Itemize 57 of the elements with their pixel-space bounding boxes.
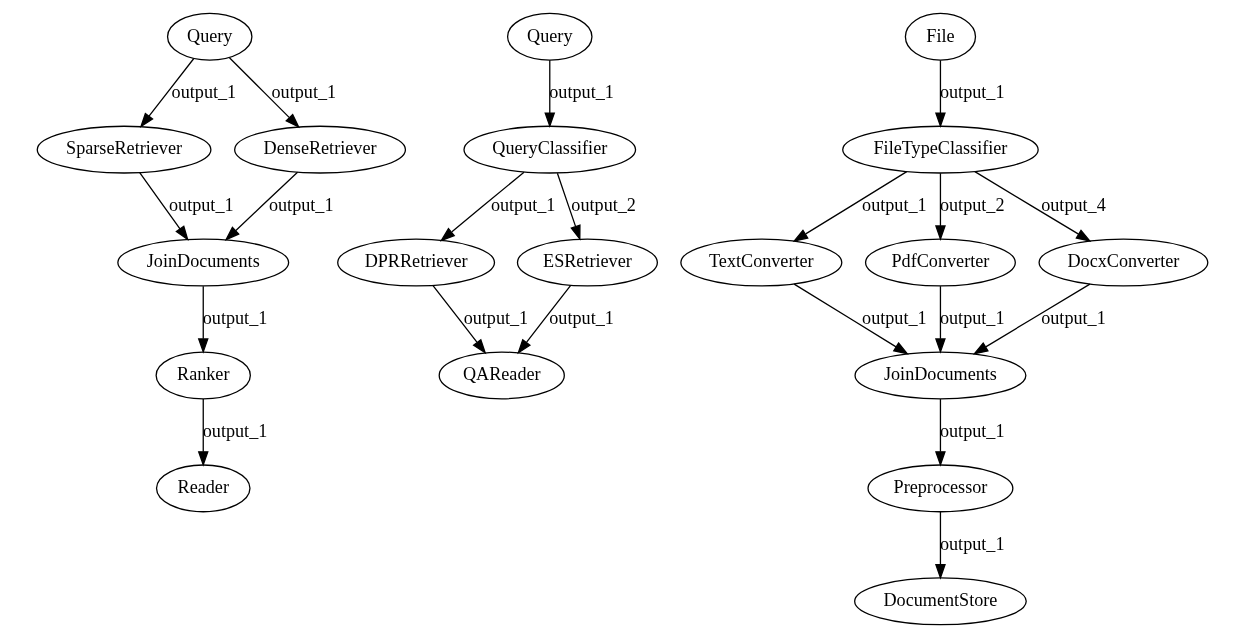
edge-label: output_1 <box>268 194 334 215</box>
arrow <box>139 58 194 129</box>
edge-label: output_1 <box>171 81 236 102</box>
node-ellipse: ESRetriever <box>516 238 658 287</box>
edge-label: output_1 <box>548 81 614 102</box>
edge-label: output_1 <box>168 194 234 215</box>
node-ellipse: Reader <box>155 464 251 513</box>
arrow <box>973 171 1091 242</box>
arrow <box>934 172 946 241</box>
edge-label: output_1 <box>861 194 927 215</box>
arrow <box>556 172 581 241</box>
node-ellipse: File <box>904 12 976 61</box>
edge-label: output_1 <box>1040 307 1106 328</box>
node-ellipse: Preprocessor <box>866 464 1013 513</box>
arrow <box>138 172 189 242</box>
edge-label: output_4 <box>1040 194 1106 215</box>
arrow <box>934 59 946 128</box>
node-ellipse: PdfConverter <box>864 238 1016 287</box>
node-ellipse: DocumentStore <box>853 577 1027 626</box>
edge-label: output_1 <box>939 307 1005 328</box>
arrow <box>439 171 525 242</box>
edge-label: output_2 <box>570 194 636 215</box>
node-ellipse: JoinDocuments <box>116 238 289 287</box>
edge-label: output_1 <box>548 307 614 328</box>
node-ellipse: QueryClassifier <box>462 125 636 174</box>
arrow <box>934 511 946 580</box>
edge-label: output_1 <box>490 194 555 215</box>
edge-label: output_1 <box>939 81 1005 102</box>
node-ellipse: JoinDocuments <box>853 351 1026 400</box>
node-ellipse: Query <box>166 12 253 61</box>
node-ellipse: QAReader <box>438 351 565 400</box>
arrow <box>934 398 946 467</box>
edge-label: output_2 <box>939 194 1005 215</box>
arrow <box>792 171 907 242</box>
node-ellipse: DenseRetriever <box>233 125 406 174</box>
node-ellipse: TextConverter <box>679 238 842 287</box>
arrow <box>972 283 1091 355</box>
arrow <box>228 57 300 129</box>
arrow <box>224 171 298 241</box>
node-ellipse: Ranker <box>155 351 251 400</box>
arrow <box>197 285 209 354</box>
arrow <box>793 283 909 355</box>
edge-label: output_1 <box>463 307 528 328</box>
arrow <box>197 398 209 467</box>
node-ellipse: SparseRetriever <box>36 125 212 174</box>
arrow <box>431 285 486 355</box>
arrow <box>516 285 571 355</box>
arrow <box>934 285 946 354</box>
node-ellipse: Query <box>506 12 593 61</box>
edge-label: output_1 <box>861 307 927 328</box>
edge-label: output_1 <box>939 533 1005 554</box>
edge-label: output_1 <box>271 81 336 102</box>
node-ellipse: FileTypeClassifier <box>841 125 1039 174</box>
node-ellipse: DocxConverter <box>1037 238 1208 287</box>
edge-label: output_1 <box>939 420 1005 441</box>
arrow <box>543 59 555 128</box>
node-ellipse: DPRRetriever <box>336 238 495 287</box>
